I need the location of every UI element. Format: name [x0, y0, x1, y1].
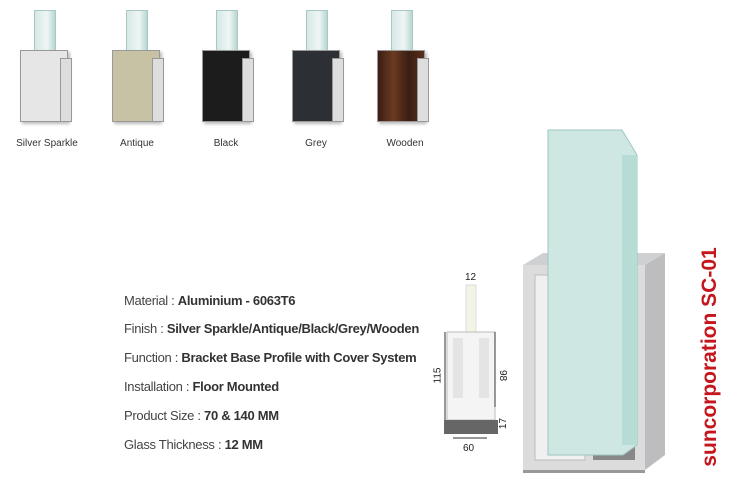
- dim-inner: 98: [497, 369, 509, 382]
- dim-height: 115: [432, 367, 444, 384]
- product-render: [523, 129, 665, 473]
- spec-installation: Installation : Floor Mounted: [124, 379, 279, 394]
- spec-material: Material : Aluminium - 6063T6: [124, 293, 296, 308]
- finish-label: Black: [213, 138, 239, 149]
- brand-model-label: suncorporation SC-01: [698, 247, 721, 467]
- spec-glass-thickness: Glass Thickness : 12 MM: [124, 437, 263, 452]
- spec-finish: Finish : Silver Sparkle/Antique/Black/Gr…: [124, 321, 420, 336]
- dim-width: 60: [463, 443, 475, 454]
- finish-label: Grey: [305, 138, 327, 149]
- dim-base: 17: [498, 417, 510, 430]
- swatch-wooden: [369, 10, 439, 125]
- swatch-black: [194, 10, 264, 125]
- finish-label: Antique: [120, 138, 154, 149]
- swatch-grey: [284, 10, 354, 125]
- swatch-antique: [104, 10, 174, 125]
- spec-function: Function : Bracket Base Profile with Cov…: [124, 350, 417, 365]
- swatch-silver-sparkle: [12, 10, 82, 125]
- profile-drawing: [444, 284, 498, 439]
- dim-glass: 12: [465, 272, 477, 283]
- finish-label: Wooden: [386, 138, 424, 149]
- finish-label: Silver Sparkle: [16, 138, 78, 149]
- spec-product-size: Product Size : 70 & 140 MM: [124, 408, 279, 423]
